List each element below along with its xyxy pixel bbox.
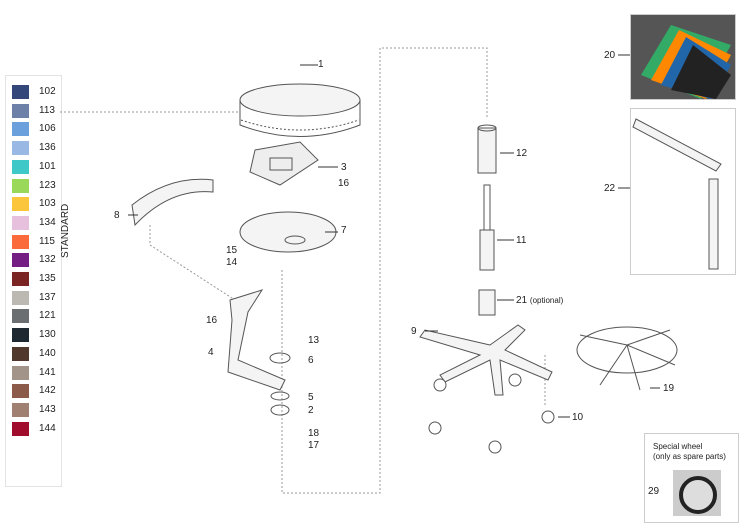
color-swatch-136	[12, 141, 29, 156]
seat-plate	[239, 211, 337, 253]
special-wheel-image	[673, 470, 721, 516]
color-code-label: 142	[39, 385, 56, 397]
callout-10: 10	[572, 412, 584, 423]
callout-3: 3	[341, 162, 347, 173]
color-code-label: 121	[39, 310, 56, 322]
color-swatch-134	[12, 215, 29, 230]
color-code-label: 134	[39, 216, 56, 228]
color-swatch-106	[12, 122, 29, 137]
special-wheel-title: Special wheel	[653, 442, 703, 451]
callout-16: 16	[338, 178, 350, 189]
color-code-label: 141	[39, 366, 56, 378]
mechanism	[249, 141, 319, 186]
spacer	[478, 289, 496, 316]
casters	[428, 373, 555, 454]
gas-spring	[479, 184, 495, 271]
color-code-label: 102	[39, 86, 56, 97]
callout-21-number: 21	[516, 295, 528, 306]
callout-29: 29	[648, 486, 660, 497]
callout-16b: 16	[206, 315, 218, 326]
color-legend: 102 113 106 136 101 123 103 134 115 132 135 137 121 1…	[5, 75, 62, 487]
callout-13: 13	[308, 335, 320, 346]
leader-dotted	[60, 47, 546, 494]
callout-18: 18	[308, 428, 320, 439]
color-code-label: 113	[39, 104, 55, 116]
callout-7: 7	[341, 225, 347, 236]
color-swatch-115	[12, 234, 29, 249]
color-swatch-102	[12, 85, 29, 99]
callout-21-note: (optional)	[529, 296, 564, 305]
callout-2: 2	[308, 405, 314, 416]
color-swatch-140	[12, 346, 29, 361]
leaders	[128, 54, 674, 492]
callout-4: 4	[208, 347, 214, 358]
special-wheel-subtitle: (only as spare parts)	[653, 452, 726, 461]
callout-9: 9	[411, 326, 417, 337]
color-code-label: 132	[39, 254, 56, 266]
color-code-label: 115	[39, 235, 55, 247]
color-swatch-101	[12, 159, 29, 174]
five-star-base	[419, 324, 553, 396]
base-with-footring	[576, 326, 678, 391]
color-code-label: 103	[39, 198, 56, 210]
color-swatch-130	[12, 328, 29, 343]
color-swatch-103	[12, 197, 29, 212]
callout-21: 21 (optional)	[516, 295, 563, 306]
color-swatch-113	[12, 103, 29, 118]
color-swatch-144	[12, 421, 29, 436]
color-swatch-121	[12, 309, 29, 324]
gas-spring-cover	[477, 124, 497, 174]
color-code-label: 143	[39, 403, 56, 415]
callout-17: 17	[308, 440, 320, 451]
callout-14: 14	[226, 257, 238, 268]
color-swatch-141	[12, 365, 29, 380]
part-22-box	[630, 108, 736, 275]
callout-6: 6	[308, 355, 314, 366]
small-parts	[269, 352, 291, 416]
color-code-label: 136	[39, 142, 56, 154]
callout-11: 11	[516, 235, 527, 246]
callout-8: 8	[114, 210, 120, 221]
color-code-label: 106	[39, 123, 56, 135]
color-code-label: 140	[39, 347, 56, 359]
color-code-label: 137	[39, 291, 56, 303]
color-code-label: 123	[39, 179, 56, 191]
color-code-label: 144	[39, 422, 56, 434]
callout-22: 22	[604, 183, 616, 194]
color-swatch-142	[12, 384, 29, 399]
callout-1: 1	[318, 59, 324, 70]
callout-19: 19	[663, 383, 675, 394]
backrest-bracket	[227, 289, 286, 391]
callout-12: 12	[516, 148, 528, 159]
color-code-label: 101	[39, 160, 56, 172]
color-swatch-137	[12, 290, 29, 305]
seat-cushion	[239, 83, 361, 137]
color-swatch-135	[12, 272, 29, 286]
special-wheel-box: Special wheel (only as spare parts)	[644, 433, 739, 523]
callout-20: 20	[604, 50, 616, 61]
color-swatch-123	[12, 178, 29, 193]
callout-5: 5	[308, 392, 314, 403]
color-code-label: 130	[39, 329, 56, 341]
callout-15: 15	[226, 245, 238, 256]
color-code-label: 135	[39, 273, 56, 284]
color-swatch-143	[12, 402, 29, 417]
color-swatch-132	[12, 253, 29, 268]
backrest	[131, 178, 214, 227]
upholstery-samples-image	[630, 14, 736, 100]
